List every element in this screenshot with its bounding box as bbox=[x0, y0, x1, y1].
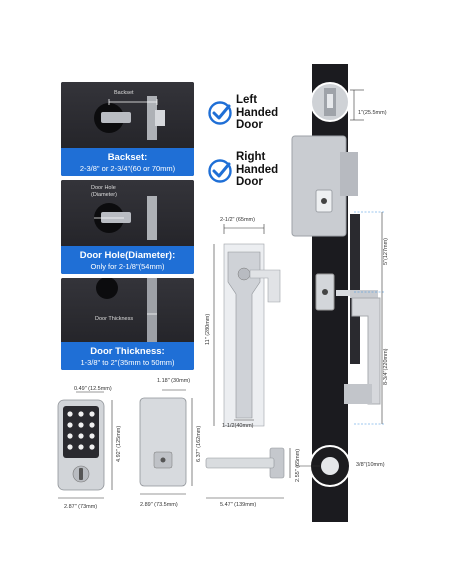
door-edge bbox=[350, 214, 360, 364]
keypad-height-dim: 4.92" (125mm) bbox=[116, 425, 122, 462]
interior-unit bbox=[291, 135, 347, 237]
check-circle-icon bbox=[208, 159, 232, 183]
check-circle-icon bbox=[208, 101, 232, 125]
interior-depth-dim: 1.18" (30mm) bbox=[157, 378, 191, 384]
keypad-diagram bbox=[57, 391, 113, 499]
lever-height-dim: 2.55" (65mm) bbox=[295, 448, 301, 482]
spacing-dim: 5"(127mm) bbox=[383, 237, 389, 265]
door-hole-caption: Door Hole(Diameter): Only for 2-1/8"(54m… bbox=[61, 246, 194, 274]
lever-diagram bbox=[205, 447, 291, 499]
door-thickness-subtitle: 1-3/8" to 2"(35mm to 50mm) bbox=[80, 358, 175, 367]
door-thickness-title: Door Thickness: bbox=[90, 346, 165, 357]
backset-photo: Backset bbox=[61, 82, 194, 148]
lever-width-dim: 5.47" (139mm) bbox=[220, 502, 257, 508]
interior-width-dim: 2.89" (73.5mm) bbox=[140, 502, 178, 508]
backset-title: Backset: bbox=[107, 152, 148, 163]
backset-panel: Backset Backset: 2-3/8" or 2-3/4"(60 or … bbox=[61, 82, 194, 176]
backset-subtitle: 2-3/8" or 2-3/4"(60 or 70mm) bbox=[79, 164, 176, 173]
door-hole-title: Door Hole(Diameter): bbox=[79, 250, 176, 261]
handle-height-dim: 11" (280mm) bbox=[205, 313, 211, 345]
latch-height-dim: 1"(25.5mm) bbox=[358, 110, 387, 116]
door-thickness-label: Door Thickness bbox=[95, 316, 134, 322]
door-hole-illustration bbox=[94, 196, 157, 240]
keypad-depth-dim: 0.49" (12.5mm) bbox=[74, 386, 112, 392]
backset-label: Backset bbox=[114, 90, 134, 96]
hole-size-dim: 3/8"(10mm) bbox=[356, 462, 385, 468]
door-hole-label-2: (Diameter) bbox=[91, 192, 117, 198]
handle-width-top-dim: 2-1/2" (65mm) bbox=[220, 217, 255, 223]
door-diagram bbox=[291, 64, 384, 522]
backset-illustration bbox=[94, 96, 165, 140]
handle-width-bottom-dim: 1-1/2(40mm) bbox=[222, 423, 254, 429]
door-thickness-caption: Door Thickness: 1-3/8" to 2"(35mm to 50m… bbox=[61, 342, 194, 370]
handleset-diagram bbox=[213, 224, 281, 427]
door-hole-subtitle: Only for 2-1/8"(54mm) bbox=[90, 262, 165, 271]
keypad-width-dim: 2.87" (73mm) bbox=[64, 504, 98, 510]
backset-caption: Backset: 2-3/8" or 2-3/4"(60 or 70mm) bbox=[61, 148, 194, 176]
door-hole-photo: Door Hole (Diameter) bbox=[61, 180, 194, 246]
interior-unit-diagram bbox=[139, 389, 193, 495]
door-hole-panel: Door Hole (Diameter) Door Hole(Diameter)… bbox=[61, 180, 194, 274]
door-thickness-photo: Door Thickness bbox=[61, 278, 194, 342]
door-hole-label-1: Door Hole bbox=[91, 185, 116, 191]
door-thickness-panel: Door Thickness Door Thickness: 1-3/8" to… bbox=[61, 278, 194, 370]
door-thickness-illustration bbox=[96, 278, 157, 342]
handle-span-dim: 8-3/4"(220mm) bbox=[383, 348, 389, 386]
